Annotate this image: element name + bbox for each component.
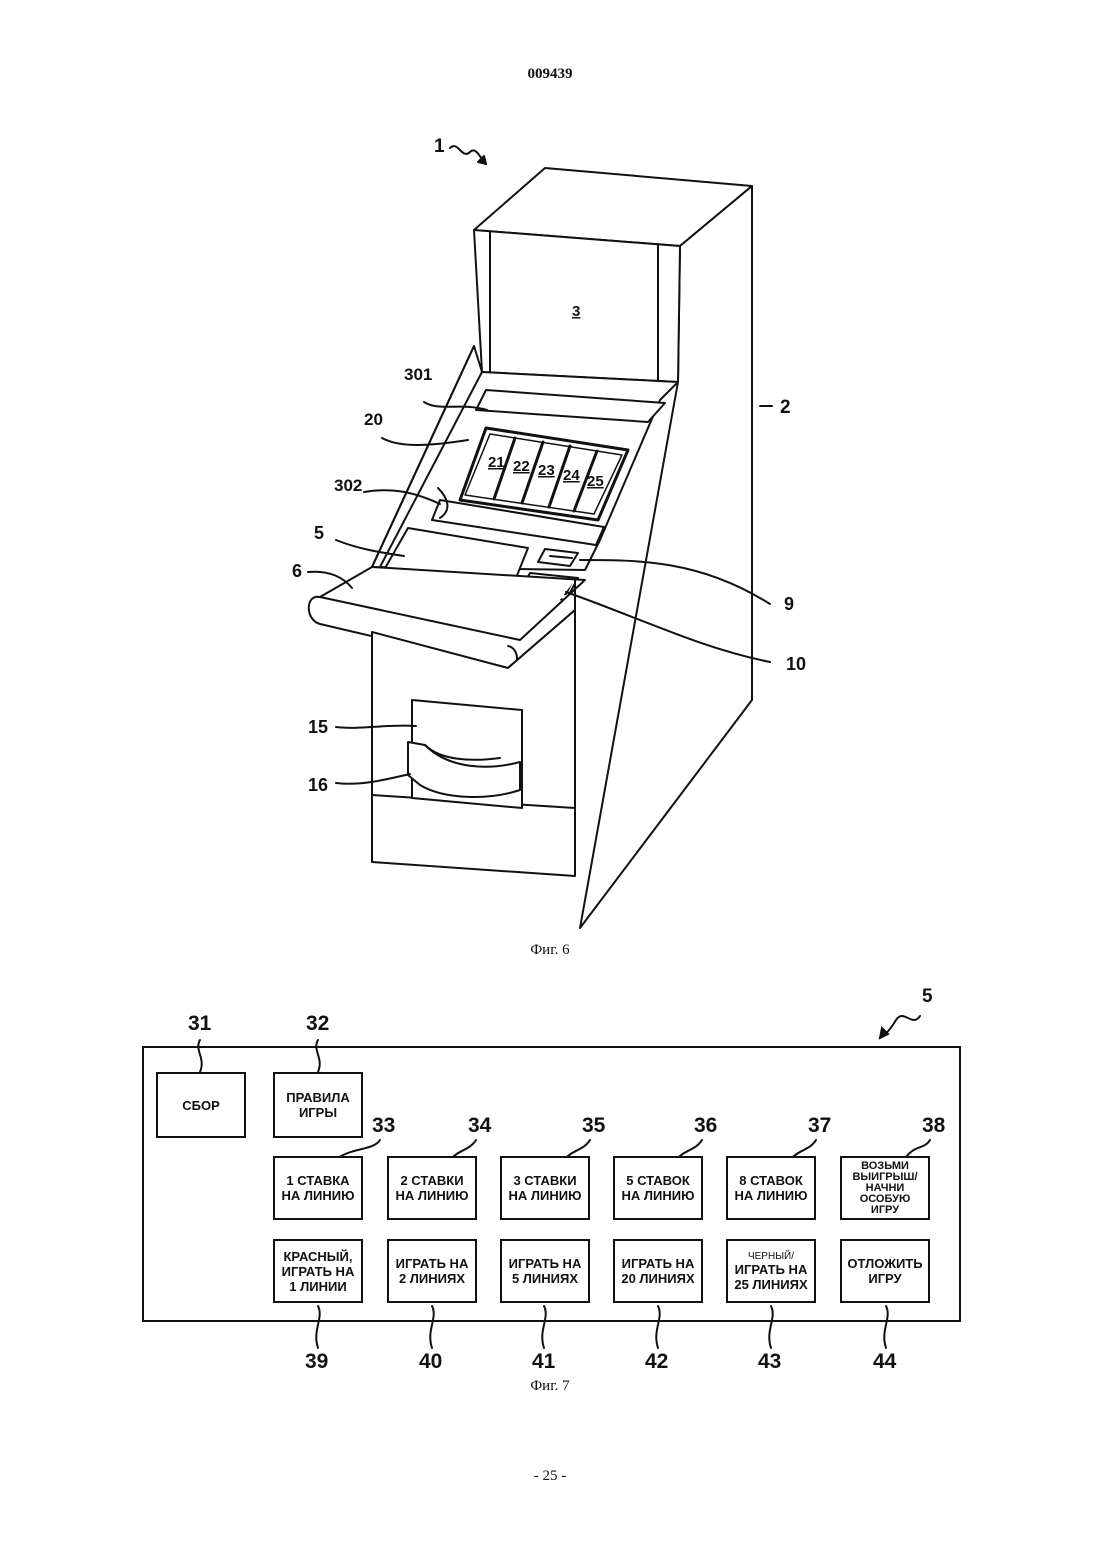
ref-2: 2 bbox=[780, 397, 791, 418]
ref-301: 301 bbox=[404, 365, 432, 384]
button-40-label-line2: 2 ЛИНИЯХ bbox=[399, 1271, 465, 1286]
button-31-collect[interactable]: СБОР bbox=[156, 1072, 246, 1138]
reel-25: 25 bbox=[587, 473, 604, 490]
button-34-label-line1: 2 СТАВКИ bbox=[400, 1173, 463, 1188]
panel-ref-5: 5 bbox=[922, 986, 933, 1007]
button-32-label-line2: ИГРЫ bbox=[299, 1105, 337, 1120]
button-32-label-line1: ПРАВИЛА bbox=[286, 1090, 350, 1105]
ref-31: 31 bbox=[188, 1012, 211, 1036]
button-42-label-line1: ИГРАТЬ НА bbox=[622, 1256, 695, 1271]
button-36-label-line1: 5 СТАВОК bbox=[626, 1173, 690, 1188]
ref-33: 33 bbox=[372, 1114, 395, 1138]
button-33-bet-1[interactable]: 1 СТАВКА НА ЛИНИЮ bbox=[273, 1156, 363, 1220]
ref-16: 16 bbox=[308, 775, 328, 795]
button-38-label-line4: ОСОБУЮ bbox=[860, 1194, 911, 1205]
button-33-label-line1: 1 СТАВКА bbox=[286, 1173, 349, 1188]
ref-34: 34 bbox=[468, 1114, 491, 1138]
button-37-bet-8[interactable]: 8 СТАВОК НА ЛИНИЮ bbox=[726, 1156, 816, 1220]
button-35-bet-3[interactable]: 3 СТАВКИ НА ЛИНИЮ bbox=[500, 1156, 590, 1220]
button-33-label-line2: НА ЛИНИЮ bbox=[282, 1188, 355, 1203]
ref-15: 15 bbox=[308, 717, 328, 737]
button-41-label-line2: 5 ЛИНИЯХ bbox=[512, 1271, 578, 1286]
button-35-label-line1: 3 СТАВКИ bbox=[513, 1173, 576, 1188]
ref-37: 37 bbox=[808, 1114, 831, 1138]
button-42-play-20-lines[interactable]: ИГРАТЬ НА 20 ЛИНИЯХ bbox=[613, 1239, 703, 1303]
button-44-label-line1: ОТЛОЖИТЬ bbox=[847, 1256, 922, 1271]
button-41-label-line1: ИГРАТЬ НА bbox=[509, 1256, 582, 1271]
ref-6: 6 bbox=[292, 561, 302, 581]
ref-302: 302 bbox=[334, 476, 362, 495]
ref-39: 39 bbox=[305, 1350, 328, 1374]
ref-3: 3 bbox=[572, 303, 580, 320]
button-40-play-2-lines[interactable]: ИГРАТЬ НА 2 ЛИНИЯХ bbox=[387, 1239, 477, 1303]
button-44-postpone-game[interactable]: ОТЛОЖИТЬ ИГРУ bbox=[840, 1239, 930, 1303]
ref-42: 42 bbox=[645, 1350, 668, 1374]
button-41-play-5-lines[interactable]: ИГРАТЬ НА 5 ЛИНИЯХ bbox=[500, 1239, 590, 1303]
button-36-label-line2: НА ЛИНИЮ bbox=[622, 1188, 695, 1203]
ref-43: 43 bbox=[758, 1350, 781, 1374]
button-39-label-line1: КРАСНЫЙ, bbox=[284, 1249, 353, 1264]
reel-23: 23 bbox=[538, 462, 555, 479]
button-38-label-line5: ИГРУ bbox=[871, 1205, 899, 1216]
button-44-label-line2: ИГРУ bbox=[868, 1271, 901, 1286]
ref-32: 32 bbox=[306, 1012, 329, 1036]
button-31-label: СБОР bbox=[182, 1098, 220, 1113]
ref-40: 40 bbox=[419, 1350, 442, 1374]
reel-22: 22 bbox=[513, 458, 530, 475]
ref-1: 1 bbox=[434, 136, 445, 157]
figure-7-caption: Фиг. 7 bbox=[0, 1378, 1100, 1395]
button-42-label-line2: 20 ЛИНИЯХ bbox=[621, 1271, 694, 1286]
button-38-take-win-special-game[interactable]: ВОЗЬМИ ВЫИГРЫШ/ НАЧНИ ОСОБУЮ ИГРУ bbox=[840, 1156, 930, 1220]
ref-36: 36 bbox=[694, 1114, 717, 1138]
button-38-label-line3: НАЧНИ bbox=[866, 1183, 905, 1194]
ref-9: 9 bbox=[784, 594, 794, 614]
ref-10: 10 bbox=[786, 654, 806, 674]
button-38-label-line1: ВОЗЬМИ bbox=[861, 1161, 909, 1172]
button-32-game-rules[interactable]: ПРАВИЛА ИГРЫ bbox=[273, 1072, 363, 1138]
button-43-label-line1: ЧЕРНЫЙ/ bbox=[748, 1251, 794, 1262]
button-38-label-line2: ВЫИГРЫШ/ bbox=[852, 1172, 917, 1183]
ref-5: 5 bbox=[314, 523, 324, 543]
button-35-label-line2: НА ЛИНИЮ bbox=[509, 1188, 582, 1203]
reel-21: 21 bbox=[488, 454, 505, 471]
ref-41: 41 bbox=[532, 1350, 555, 1374]
ref-20: 20 bbox=[364, 410, 383, 429]
button-37-label-line1: 8 СТАВОК bbox=[739, 1173, 803, 1188]
button-40-label-line1: ИГРАТЬ НА bbox=[396, 1256, 469, 1271]
reel-24: 24 bbox=[563, 467, 580, 484]
figure-6-drawing: 1 2 3 301 20 302 5 6 9 10 15 16 21 22 23… bbox=[0, 0, 1100, 960]
button-37-label-line2: НА ЛИНИЮ bbox=[735, 1188, 808, 1203]
ref-38: 38 bbox=[922, 1114, 945, 1138]
figure-6-caption: Фиг. 6 bbox=[0, 942, 1100, 959]
button-39-label-line3: 1 ЛИНИИ bbox=[289, 1279, 346, 1294]
button-34-bet-2[interactable]: 2 СТАВКИ НА ЛИНИЮ bbox=[387, 1156, 477, 1220]
ref-35: 35 bbox=[582, 1114, 605, 1138]
button-36-bet-5[interactable]: 5 СТАВОК НА ЛИНИЮ bbox=[613, 1156, 703, 1220]
button-43-black-play-25-lines[interactable]: ЧЕРНЫЙ/ ИГРАТЬ НА 25 ЛИНИЯХ bbox=[726, 1239, 816, 1303]
button-43-label-line2: ИГРАТЬ НА bbox=[735, 1262, 808, 1277]
button-39-label-line2: ИГРАТЬ НА bbox=[282, 1264, 355, 1279]
button-43-label-line3: 25 ЛИНИЯХ bbox=[734, 1277, 807, 1292]
button-39-red-play-1-line[interactable]: КРАСНЫЙ, ИГРАТЬ НА 1 ЛИНИИ bbox=[273, 1239, 363, 1303]
button-34-label-line2: НА ЛИНИЮ bbox=[396, 1188, 469, 1203]
ref-44: 44 bbox=[873, 1350, 896, 1374]
page-number: - 25 - bbox=[0, 1468, 1100, 1485]
